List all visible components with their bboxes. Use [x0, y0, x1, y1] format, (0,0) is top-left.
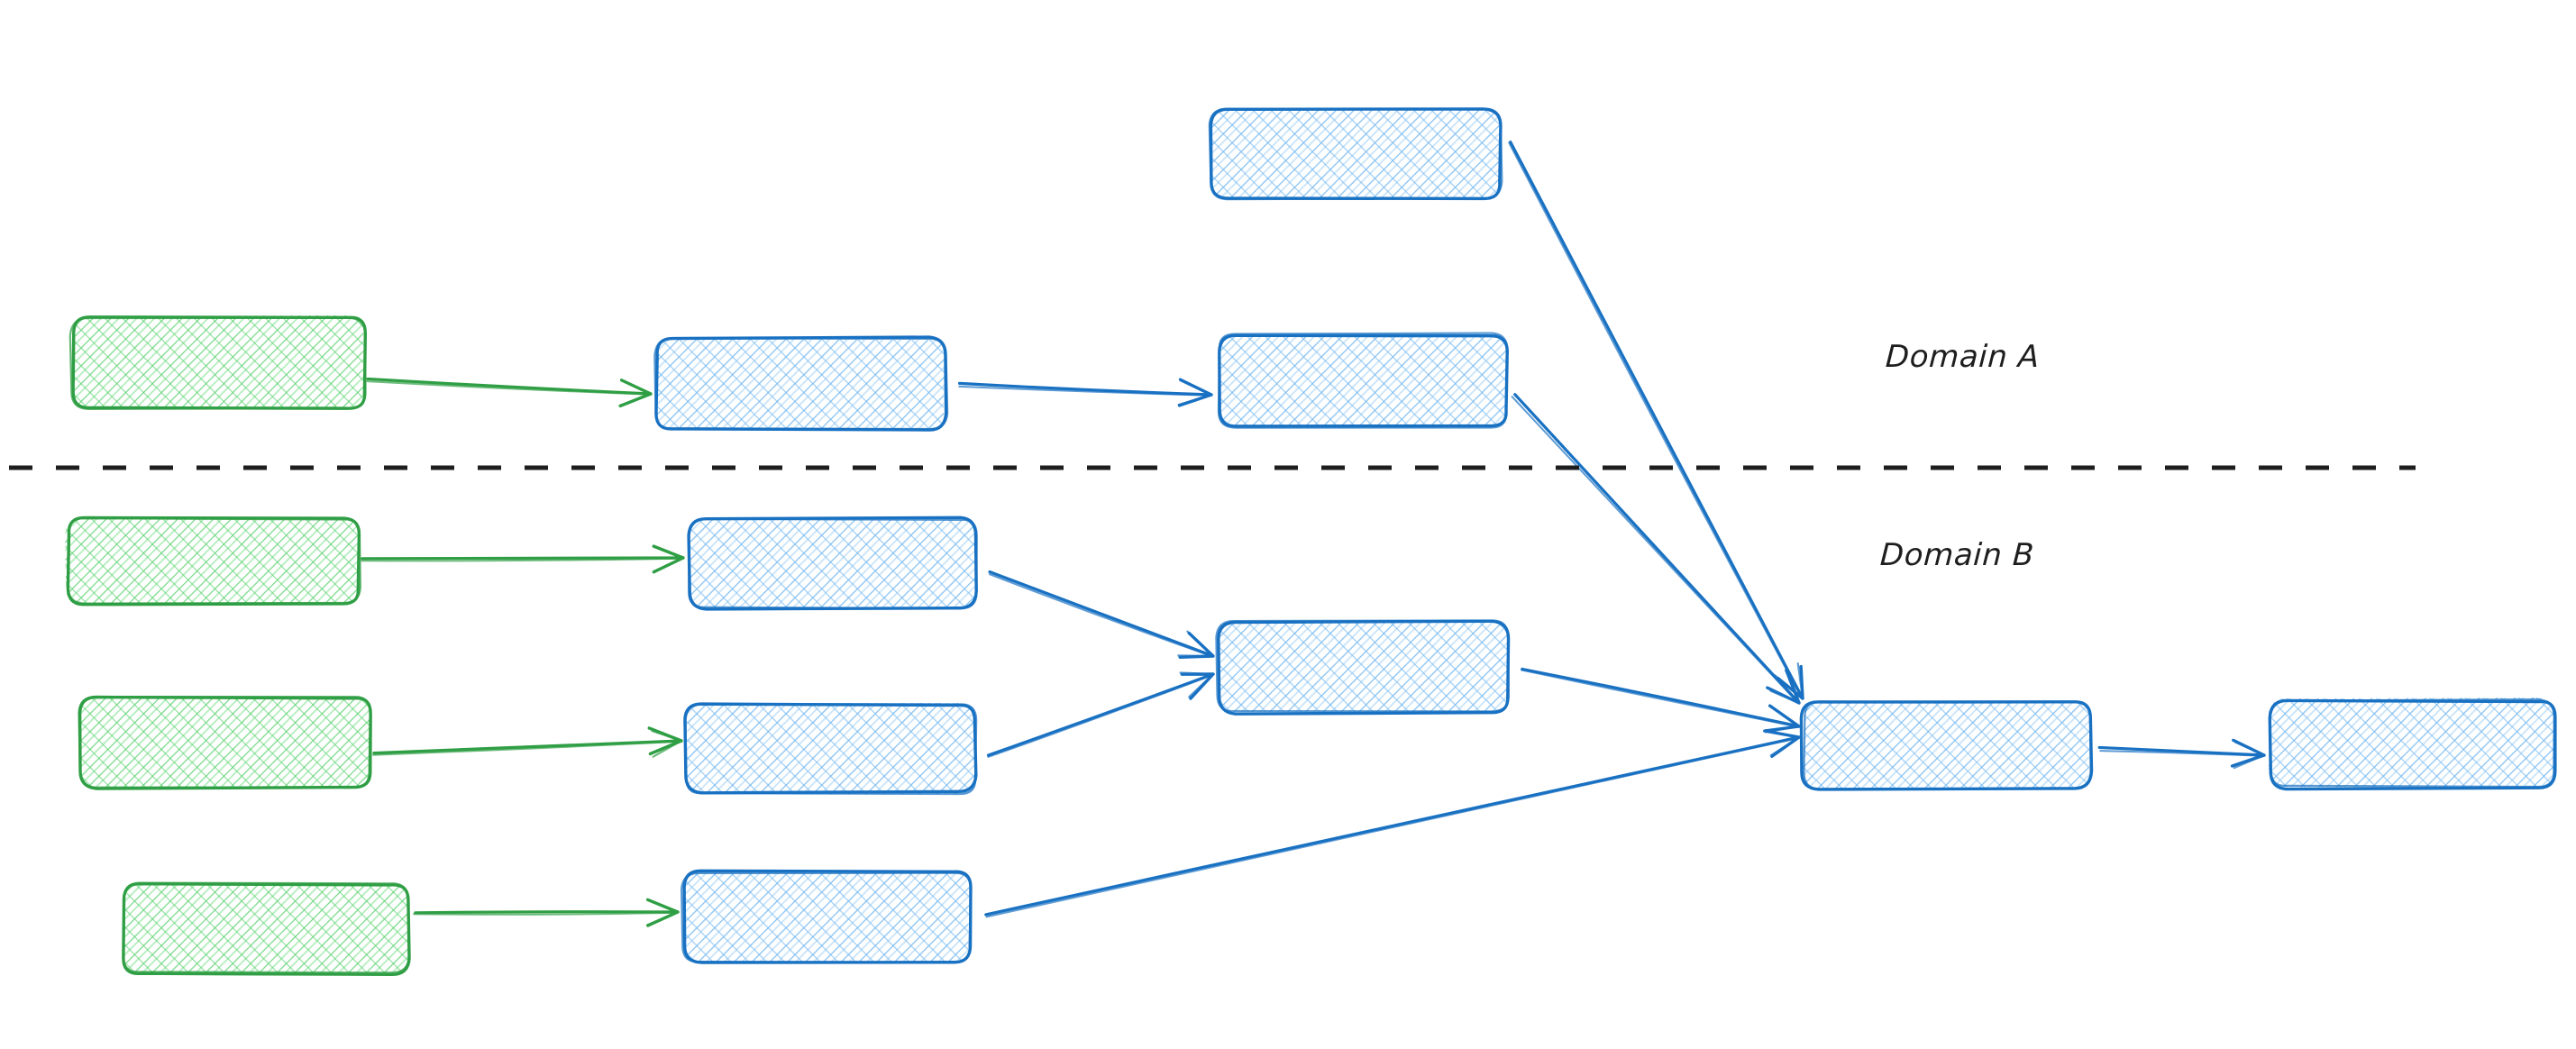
- domain-a-source-node[interactable]: [69, 315, 368, 410]
- edge-b-stage2-to-b-merge[interactable]: [986, 671, 1215, 758]
- edge-b-stage3-to-b-hub[interactable]: [984, 729, 1801, 918]
- domain-b-stage-one-node-outline: [688, 517, 978, 610]
- domain-b-source-one-node[interactable]: [65, 515, 362, 607]
- edge-b-hub-to-b-sink-arrowhead: [2233, 741, 2266, 770]
- edge-b-stage3-to-b-hub-line: [985, 736, 1801, 918]
- edge-a-stage2-to-b-hub-line: [1511, 396, 1800, 705]
- edge-b-stage2-to-b-merge-line: [987, 673, 1215, 758]
- domain-b-sink-node-outline: [2269, 698, 2555, 789]
- domain-a-label: Domain A: [1884, 339, 2041, 375]
- domain-b-merge-node[interactable]: [1215, 619, 1511, 716]
- domain-a-top-node-outline: [1208, 107, 1503, 201]
- domain-a-stage-one-node[interactable]: [653, 335, 949, 432]
- edge-a-source-to-a-stage1-line: [366, 377, 653, 396]
- domain-a-source-node-fill-cross: [71, 315, 364, 407]
- domain-b-sink-node[interactable]: [2268, 697, 2557, 791]
- edge-b-stage3-to-b-hub-line: [984, 735, 1801, 917]
- domain-b-source-one-node-fill-cross: [65, 517, 361, 605]
- edge-b-stage1-to-b-merge[interactable]: [988, 570, 1215, 660]
- edge-b-source3-to-b-stage3[interactable]: [413, 898, 680, 927]
- domain-b-merge-node-outline: [1215, 619, 1510, 713]
- domain-a-stage-one-node-fill-cross: [655, 339, 945, 429]
- edge-a-top-to-b-hub-arrowhead: [1774, 662, 1804, 700]
- edge-b-source2-to-b-stage2-arrowhead: [651, 730, 683, 758]
- edge-b-source1-to-b-stage1-arrowhead: [652, 544, 685, 573]
- edge-a-stage2-to-b-hub[interactable]: [1511, 393, 1801, 705]
- edge-b-stage2-to-b-merge-arrowhead: [1179, 671, 1215, 698]
- edge-a-stage1-to-a-stage2-line: [957, 381, 1213, 397]
- edge-b-source3-to-b-stage3-line: [413, 911, 679, 916]
- edge-b-stage1-to-b-merge-arrowhead: [1177, 630, 1215, 658]
- edge-b-source1-to-b-stage1-line: [361, 556, 685, 561]
- domain-a-stage-two-node-fill-cross: [1218, 333, 1508, 426]
- edge-b-source1-to-b-stage1-line: [361, 557, 685, 562]
- edge-a-stage1-to-a-stage2-arrowhead: [1177, 378, 1213, 406]
- domain-b-label: Domain B: [1878, 537, 2035, 573]
- edge-b-stage3-to-b-hub-arrowhead: [1764, 729, 1801, 757]
- domain-b-source-one-node-outline: [67, 517, 362, 605]
- domain-b-stage-three-node-fill-cross: [683, 872, 970, 964]
- edge-a-top-to-b-hub[interactable]: [1508, 141, 1804, 700]
- nodes-layer: [65, 107, 2557, 977]
- edges-layer: [361, 141, 2266, 927]
- domain-b-stage-one-node[interactable]: [687, 515, 978, 611]
- domain-b-merge-node-fill-cross: [1218, 622, 1508, 712]
- domain-b-source-two-node-outline: [78, 695, 371, 789]
- edge-b-stage2-to-b-merge-line: [986, 672, 1215, 757]
- edge-a-top-to-b-hub-line: [1509, 141, 1804, 700]
- edge-b-merge-to-b-hub[interactable]: [1521, 667, 1801, 734]
- edge-b-source3-to-b-stage3-line: [414, 910, 680, 915]
- edge-b-source1-to-b-stage1[interactable]: [361, 544, 685, 574]
- edge-a-stage2-to-b-hub-arrowhead: [1769, 672, 1801, 705]
- edge-b-source3-to-b-stage3-arrowhead: [645, 898, 680, 926]
- domain-b-hub-node-fill-cross: [1803, 700, 2090, 791]
- domain-a-stage-one-node-outline: [653, 337, 949, 431]
- domain-b-source-two-node-fill-cross: [78, 698, 372, 788]
- edge-b-hub-to-b-sink[interactable]: [2097, 738, 2266, 770]
- edge-b-hub-to-b-sink-line: [2099, 750, 2265, 757]
- edge-a-top-to-b-hub-line: [1508, 141, 1804, 700]
- domain-b-source-three-node[interactable]: [122, 881, 411, 977]
- domain-b-hub-node[interactable]: [1799, 700, 2094, 791]
- domain-a-top-node-fill-cross: [1211, 107, 1502, 200]
- edge-b-source2-to-b-stage2[interactable]: [372, 726, 683, 758]
- edge-a-stage1-to-a-stage2[interactable]: [957, 378, 1213, 407]
- domain-b-stage-two-node-outline: [684, 703, 978, 796]
- domain-b-stage-three-node-outline: [681, 871, 973, 963]
- domain-a-top-node[interactable]: [1208, 107, 1503, 201]
- edge-a-stage2-to-b-hub-line: [1513, 393, 1801, 705]
- edge-b-source2-to-b-stage2-line: [372, 740, 683, 756]
- edge-a-source-to-a-stage1-line: [366, 380, 652, 396]
- domain-b-source-three-node-fill-cross: [123, 882, 410, 973]
- domain-b-sink-node-fill-cross: [2268, 697, 2555, 788]
- domain-b-stage-two-node[interactable]: [683, 702, 978, 796]
- domain-b-hub-node-outline: [1803, 700, 2092, 790]
- edge-b-merge-to-b-hub-arrowhead: [1765, 706, 1801, 734]
- domain-b-stage-one-node-fill-cross: [687, 519, 977, 608]
- domain-b-stage-two-node-fill-cross: [687, 702, 977, 795]
- domain-a-source-node-outline: [69, 316, 367, 410]
- edge-a-source-to-a-stage1-arrowhead: [618, 379, 653, 406]
- domain-a-stage-two-node[interactable]: [1217, 332, 1509, 429]
- edge-b-merge-to-b-hub-line: [1521, 667, 1801, 728]
- edge-a-source-to-a-stage1[interactable]: [366, 377, 653, 408]
- edge-b-stage1-to-b-merge-line: [988, 573, 1214, 658]
- domain-b-source-two-node[interactable]: [78, 695, 372, 790]
- edge-a-stage1-to-a-stage2-line: [958, 385, 1212, 397]
- domain-b-source-three-node-outline: [122, 881, 410, 974]
- edge-b-source2-to-b-stage2-line: [372, 739, 683, 755]
- domain-b-stage-three-node[interactable]: [681, 869, 973, 964]
- edge-b-merge-to-b-hub-line: [1521, 669, 1800, 728]
- domain-a-stage-two-node-outline: [1217, 332, 1509, 429]
- edge-b-stage1-to-b-merge-line: [988, 570, 1215, 658]
